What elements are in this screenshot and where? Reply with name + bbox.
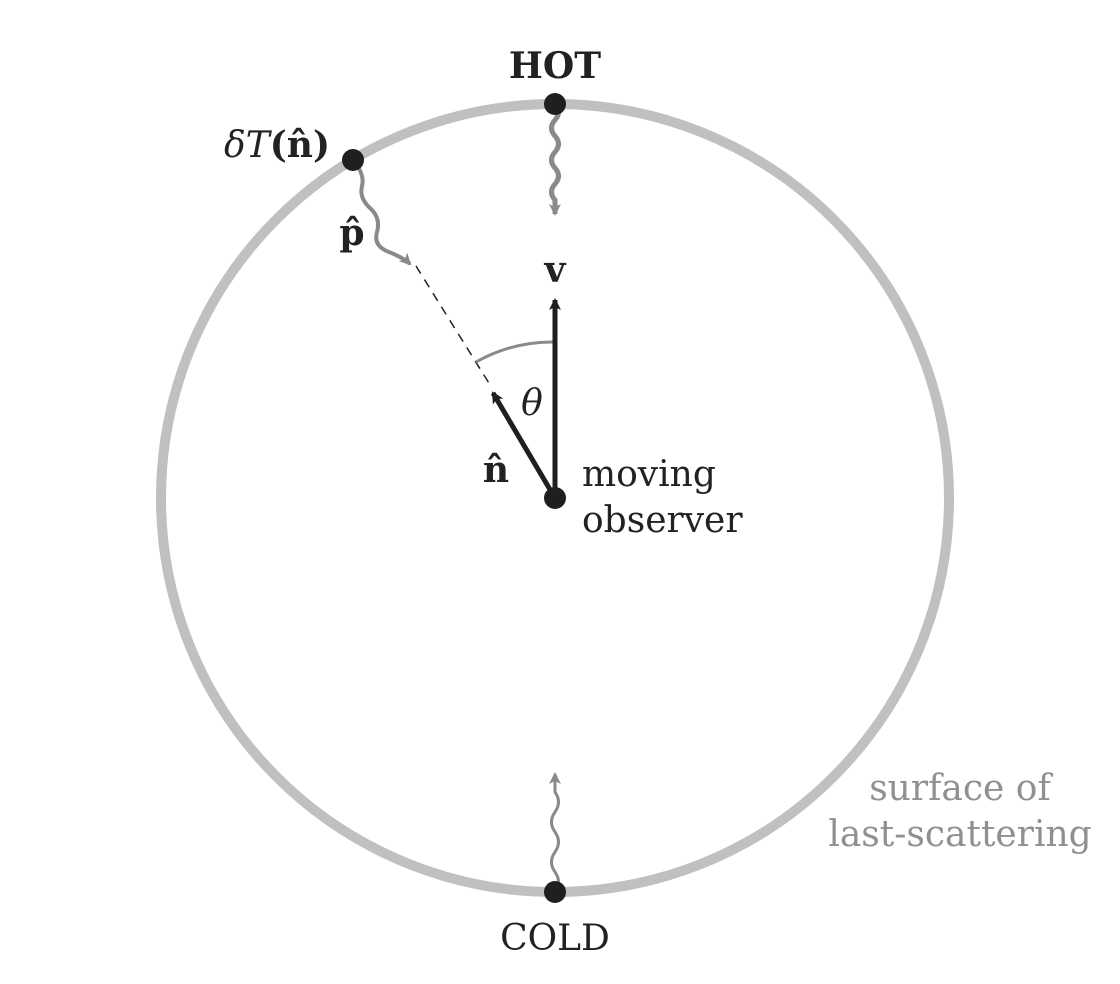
observer-label-line1: moving [582, 454, 716, 495]
surface-label-line1: surface of [869, 768, 1053, 809]
observer-label-line2: observer [582, 500, 743, 541]
observer-label: moving observer [582, 454, 743, 541]
cold-label: COLD [500, 918, 610, 959]
delta-t-point [342, 149, 364, 171]
hot-label: HOT [509, 45, 601, 87]
n-hat-label: n̂ [483, 449, 509, 491]
surface-label: surface of last-scattering [828, 768, 1091, 855]
theta-angle-arc [475, 340, 556, 364]
hot-photon-wave [549, 102, 561, 216]
cold-photon-wave [549, 772, 561, 893]
surface-label-line2: last-scattering [828, 814, 1091, 855]
theta-label: θ [521, 383, 543, 424]
line-of-sight-dashed [415, 265, 493, 389]
p-hat-label: p̂ [339, 212, 364, 254]
incoming-photon-wave [351, 158, 412, 266]
observer-point [544, 487, 566, 509]
direction-arrow [490, 391, 558, 500]
hot-point [544, 93, 566, 115]
v-label: v [544, 249, 567, 291]
cold-point [544, 881, 566, 903]
delta-t-label: δT(n̂) [224, 124, 330, 166]
